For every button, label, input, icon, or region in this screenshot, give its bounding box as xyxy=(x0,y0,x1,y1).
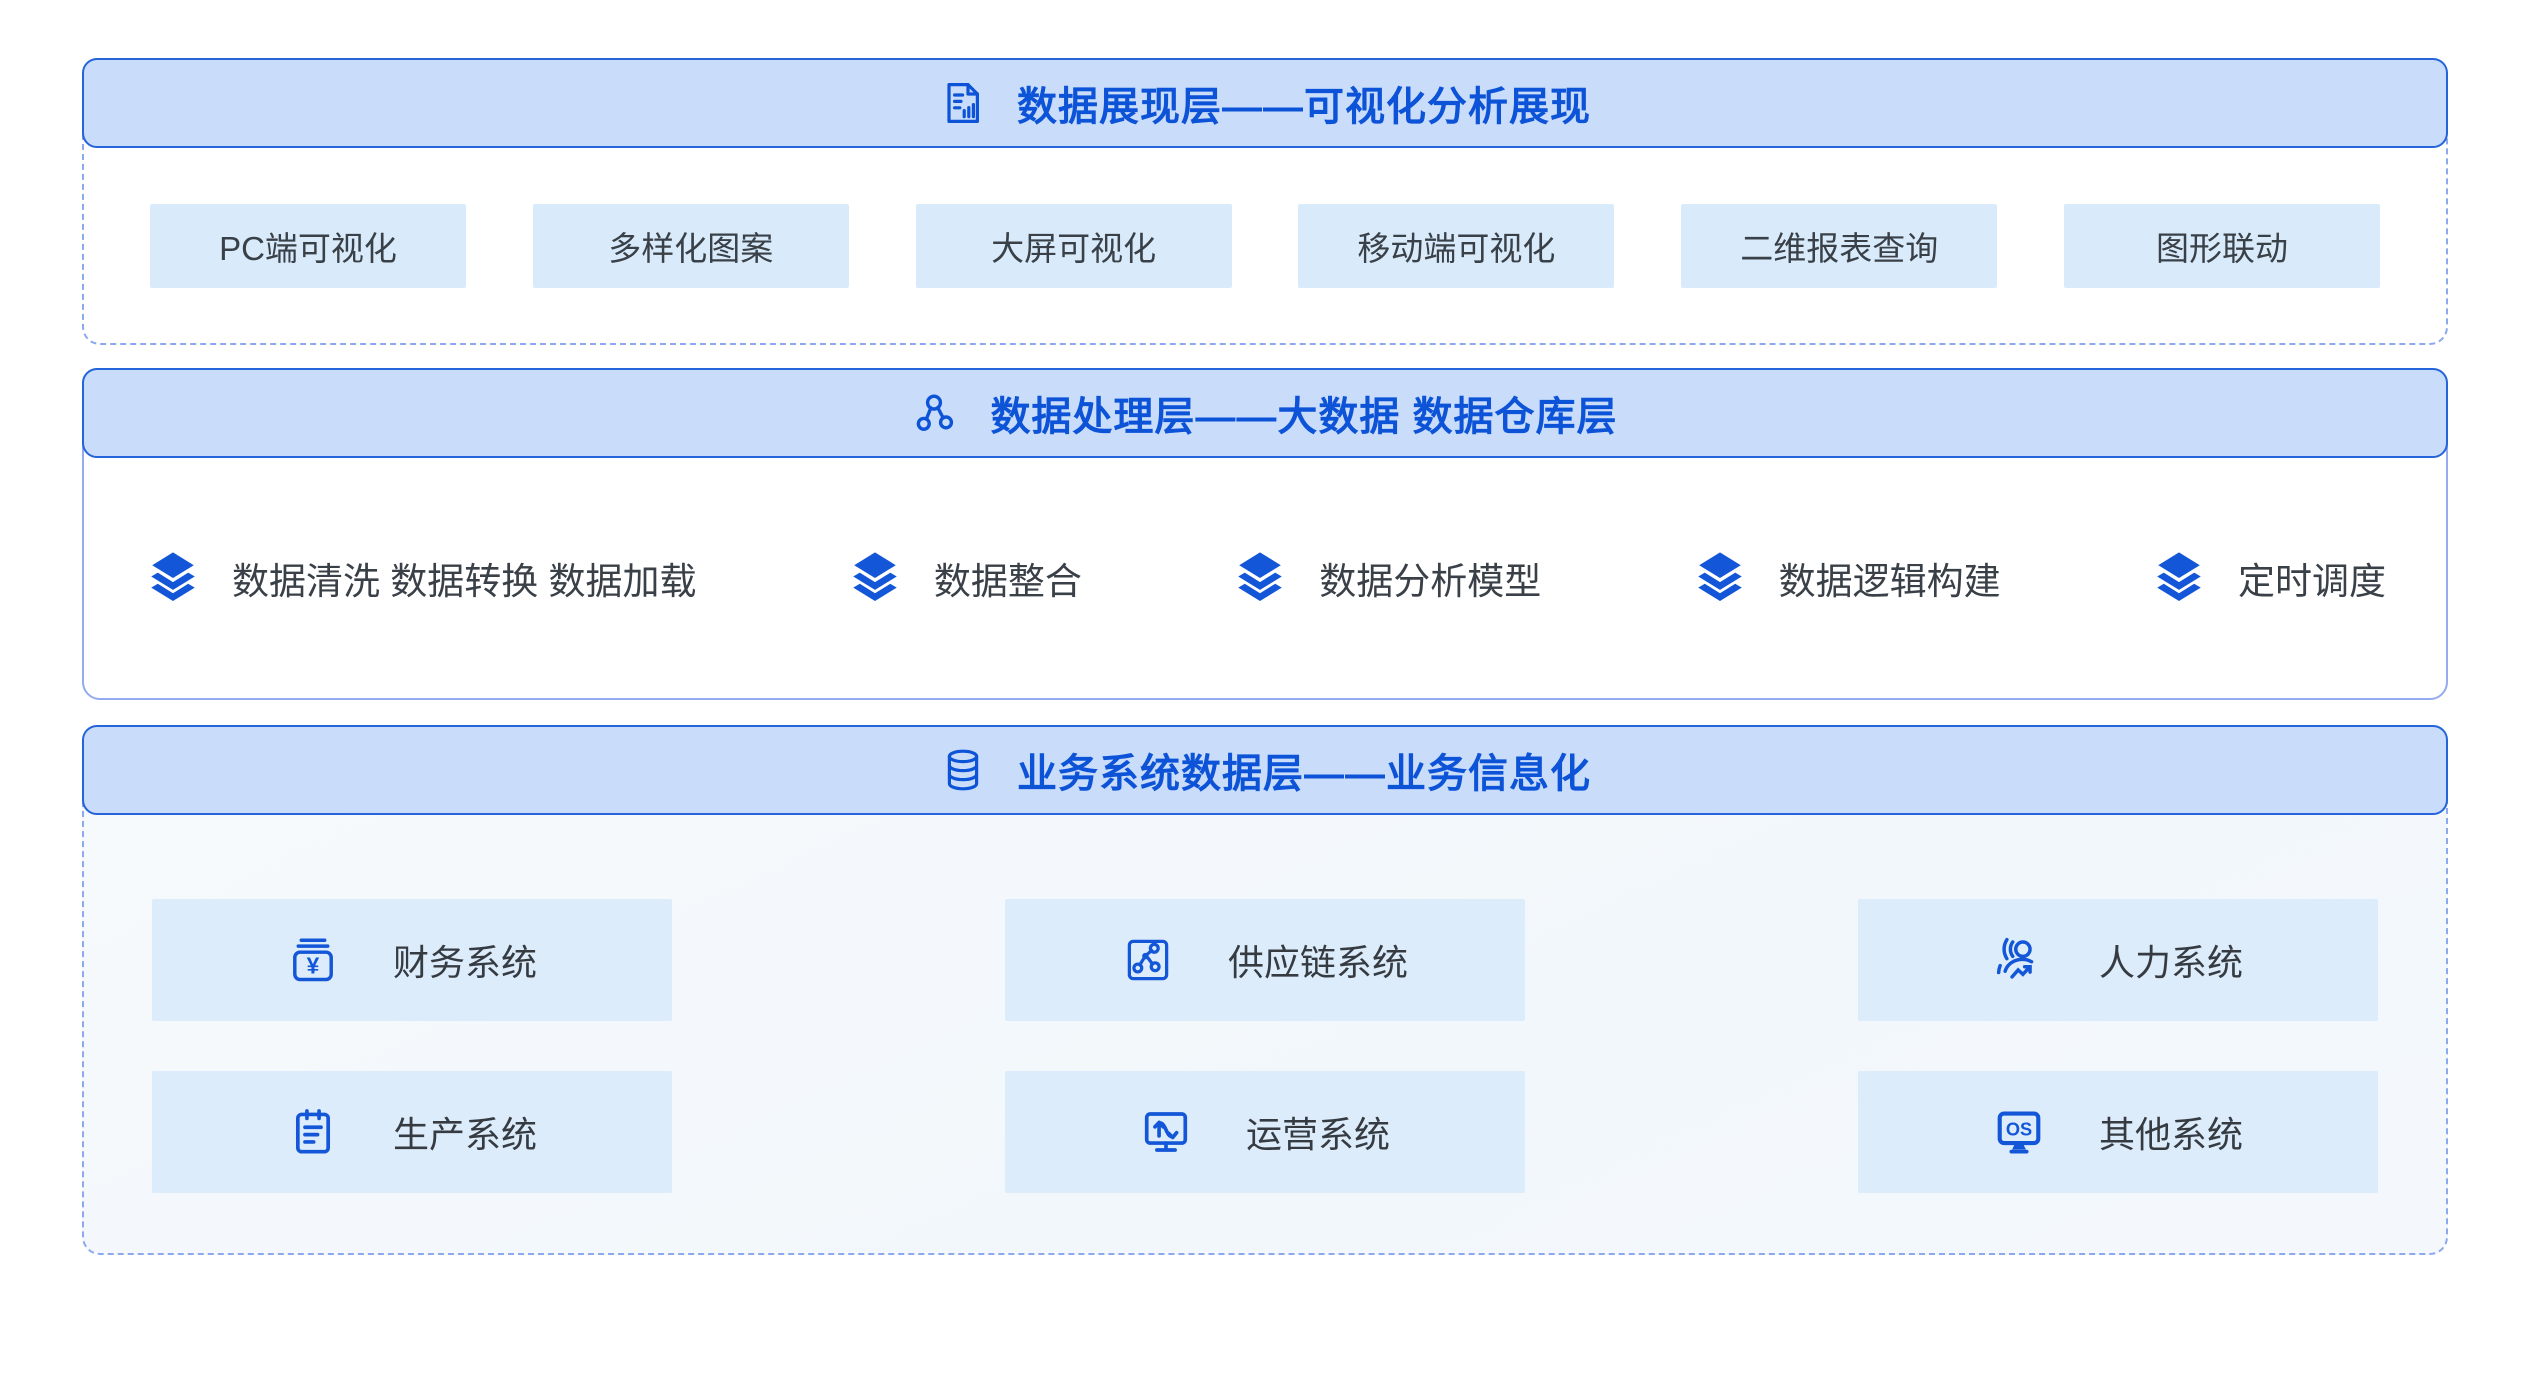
processing-item: 定时调度 xyxy=(2150,549,2386,607)
business-system-label: 人力系统 xyxy=(2098,942,2243,983)
hr-person-trend-icon xyxy=(1993,934,2045,986)
processing-item-label: 定时调度 xyxy=(2238,561,2386,602)
business-system-card: 其他系统 xyxy=(1858,1071,2378,1193)
layers-icon xyxy=(1231,549,1289,607)
monitor-os-icon xyxy=(1993,1106,2045,1158)
business-system-card: 人力系统 xyxy=(1858,899,2378,1021)
business-header: 业务系统数据层——业务信息化 xyxy=(82,725,2448,815)
presentation-item: 二维报表查询 xyxy=(1681,203,1998,288)
section-business-data-layer: 业务系统数据层——业务信息化 财务系统 供应链系统 人力系统生产系统 运营系统 其他系统 xyxy=(82,725,2448,1255)
business-system-label: 生产系统 xyxy=(392,1114,537,1155)
share-nodes-icon xyxy=(912,389,960,437)
business-items: 财务系统 供应链系统 人力系统生产系统 运营系统 其他系统 xyxy=(82,815,2448,1193)
presentation-item: PC端可视化 xyxy=(150,203,466,288)
processing-item: 数据整合 xyxy=(846,549,1082,607)
presentation-title: 数据展现层——可视化分析展现 xyxy=(1017,85,1591,129)
business-system-card: 财务系统 xyxy=(152,899,672,1021)
processing-items: 数据清洗 数据转换 数据加载 数据整合 数据分析模型 数据逻辑构建 定时调度 xyxy=(82,458,2448,698)
presentation-item: 大屏可视化 xyxy=(915,203,1232,288)
business-title: 业务系统数据层——业务信息化 xyxy=(1017,752,1591,796)
processing-header: 数据处理层——大数据 数据仓库层 xyxy=(82,368,2448,458)
processing-item: 数据分析模型 xyxy=(1231,549,1541,607)
layers-icon xyxy=(846,549,904,607)
presentation-item: 多样化图案 xyxy=(532,203,849,288)
report-chart-icon xyxy=(939,79,987,127)
business-system-card: 运营系统 xyxy=(1005,1071,1525,1193)
processing-item-label: 数据清洗 数据转换 数据加载 xyxy=(232,561,697,602)
processing-item: 数据清洗 数据转换 数据加载 xyxy=(144,549,697,607)
business-system-label: 运营系统 xyxy=(1245,1114,1390,1155)
database-icon xyxy=(939,746,987,794)
section-processing-layer: 数据处理层——大数据 数据仓库层 数据清洗 数据转换 数据加载 数据整合 数据分析模… xyxy=(82,368,2448,700)
monitor-trend-icon xyxy=(1140,1106,1192,1158)
layers-icon xyxy=(144,549,202,607)
section-presentation-layer: 数据展现层——可视化分析展现 PC端可视化多样化图案大屏可视化移动端可视化二维报… xyxy=(82,58,2448,345)
presentation-item: 图形联动 xyxy=(2063,203,2380,288)
processing-item-label: 数据逻辑构建 xyxy=(1778,561,2001,602)
processing-item-label: 数据整合 xyxy=(933,561,1082,602)
processing-item-label: 数据分析模型 xyxy=(1319,561,1542,602)
layers-icon xyxy=(2150,549,2208,607)
presentation-items: PC端可视化多样化图案大屏可视化移动端可视化二维报表查询图形联动 xyxy=(82,148,2448,343)
processing-title: 数据处理层——大数据 数据仓库层 xyxy=(990,395,1618,439)
banknote-yen-icon xyxy=(287,934,339,986)
clipboard-icon xyxy=(287,1106,339,1158)
processing-item: 数据逻辑构建 xyxy=(1691,549,2001,607)
architecture-diagram: 数据展现层——可视化分析展现 PC端可视化多样化图案大屏可视化移动端可视化二维报… xyxy=(82,58,2448,1255)
supply-network-icon xyxy=(1122,934,1174,986)
business-system-card: 供应链系统 xyxy=(1005,899,1525,1021)
business-system-label: 其他系统 xyxy=(2098,1114,2243,1155)
business-system-label: 供应链系统 xyxy=(1227,942,1408,983)
presentation-header: 数据展现层——可视化分析展现 xyxy=(82,58,2448,148)
business-system-label: 财务系统 xyxy=(392,942,537,983)
business-system-card: 生产系统 xyxy=(152,1071,672,1193)
presentation-item: 移动端可视化 xyxy=(1298,203,1615,288)
layers-icon xyxy=(1691,549,1749,607)
